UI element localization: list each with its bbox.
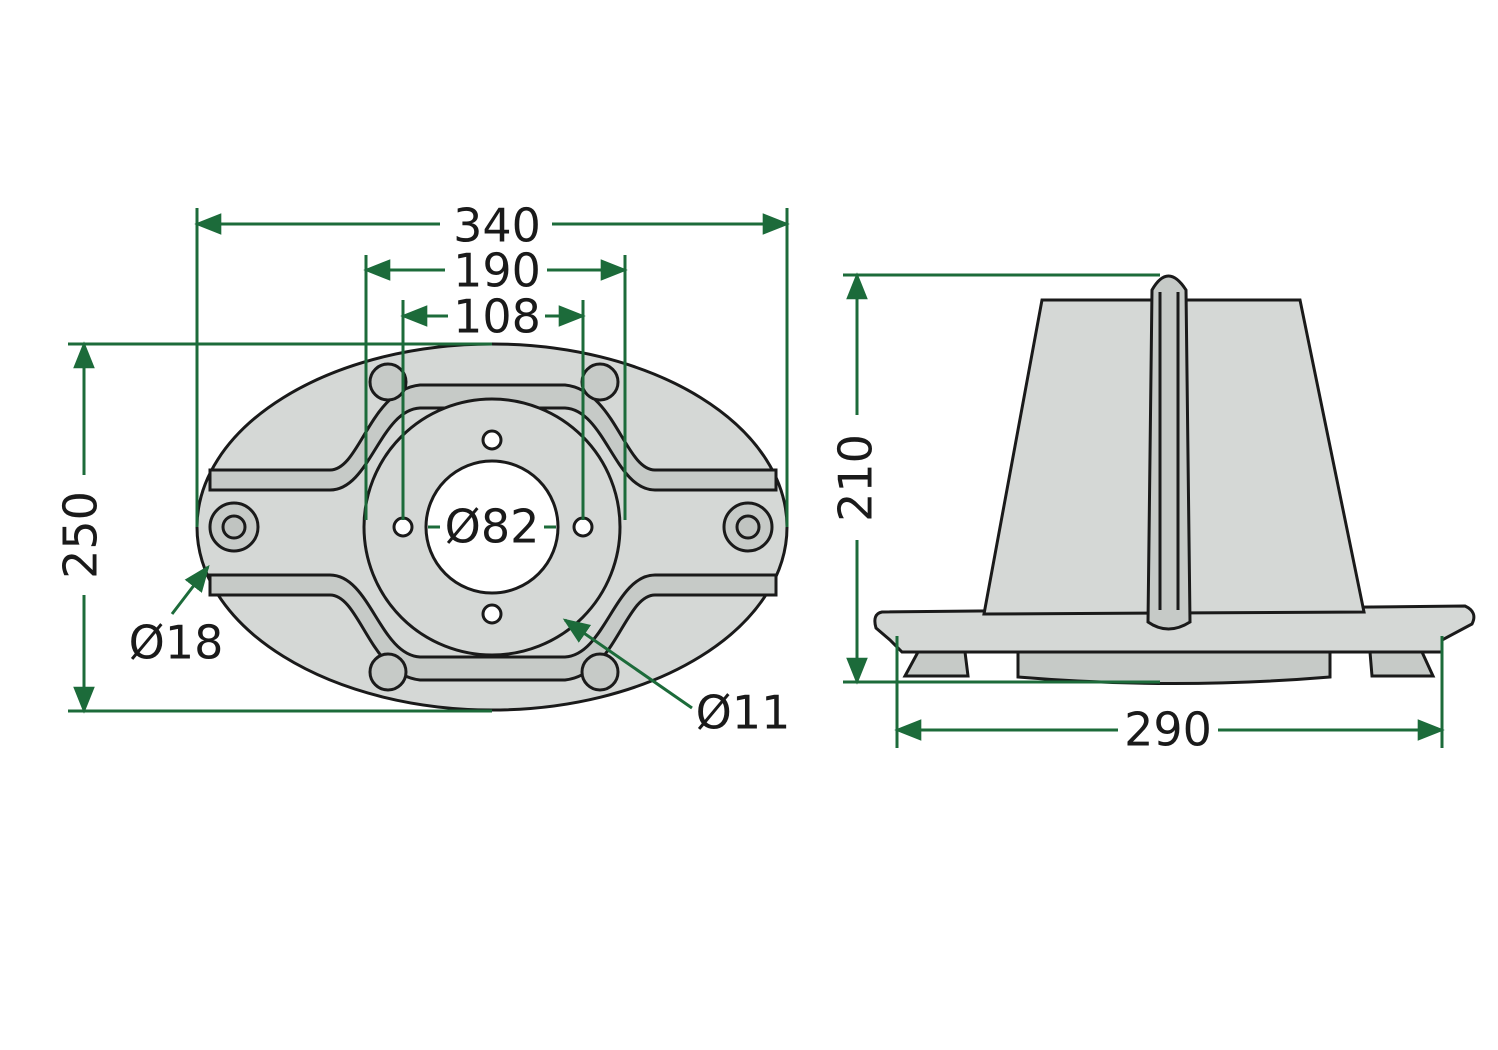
- small-hole: [481, 603, 503, 625]
- dimension-small-hole: Ø11: [696, 686, 791, 740]
- dimension-overall-height: 250: [54, 491, 108, 579]
- dimension-overall-width: 340: [453, 199, 541, 253]
- dimension-slot-hole: Ø18: [129, 616, 224, 670]
- top-view-labels: 340 190 108 250 Ø82 Ø18 Ø11: [54, 199, 791, 740]
- upper-rib: [208, 383, 778, 492]
- dimension-height: 210: [829, 434, 883, 522]
- side-view-dimensions: [843, 272, 1445, 748]
- end-boss-hole: [221, 514, 247, 540]
- bolt-boss: [580, 362, 620, 402]
- foot-right: [1368, 650, 1436, 678]
- small-hole: [572, 516, 594, 538]
- side-view-labels: 210 290: [829, 434, 1212, 756]
- side-view: [873, 274, 1476, 685]
- lower-hub: [1016, 650, 1332, 685]
- foot-left: [902, 650, 970, 678]
- bolt-boss: [580, 652, 620, 692]
- dimension-base-width: 290: [1124, 703, 1212, 757]
- dimension-bolt-spacing-inner: 108: [453, 290, 541, 344]
- bolt-boss: [368, 652, 408, 692]
- end-boss-hole: [735, 514, 761, 540]
- dimension-center-bore: Ø82: [445, 500, 540, 554]
- small-hole: [481, 429, 503, 451]
- lower-rib: [208, 573, 778, 682]
- top-view: [195, 342, 789, 712]
- central-rib: [1146, 274, 1192, 631]
- center-bore: [424, 459, 560, 595]
- dimension-bolt-spacing-outer: 190: [453, 244, 541, 298]
- bolt-boss: [368, 362, 408, 402]
- top-view-dimensions: [68, 208, 790, 714]
- small-hole: [392, 516, 414, 538]
